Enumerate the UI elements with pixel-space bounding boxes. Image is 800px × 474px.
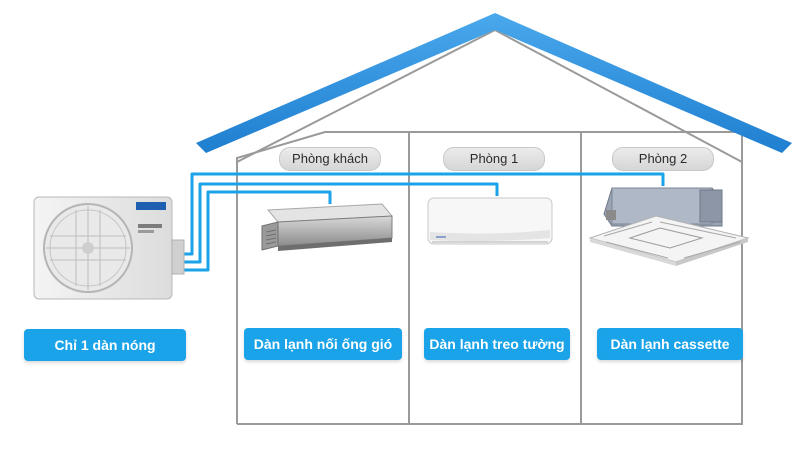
ducted-unit-label: Dàn lạnh nối ống gió	[244, 328, 402, 360]
room-label-2: Phòng 2	[612, 147, 714, 171]
outdoor-unit-icon	[33, 196, 185, 300]
wall-mounted-indoor-unit-icon	[427, 197, 553, 245]
pipe-to-wall-unit	[174, 182, 499, 264]
refrigerant-pipes	[174, 172, 665, 272]
cassette-unit-label: Dàn lạnh cassette	[597, 328, 743, 360]
ducted-indoor-unit-icon	[261, 203, 394, 251]
room-label-living: Phòng khách	[279, 147, 381, 171]
pipe-to-cassette	[174, 172, 665, 256]
pipe-to-ducted-unit	[174, 190, 332, 272]
room-label-1: Phòng 1	[443, 147, 545, 171]
outdoor-unit-label: Chỉ 1 dàn nóng	[24, 329, 186, 361]
cassette-indoor-unit-icon	[588, 187, 750, 266]
house-walls	[236, 131, 743, 425]
house-outline	[236, 131, 743, 425]
wall-unit-label: Dàn lạnh treo tường	[424, 328, 570, 360]
